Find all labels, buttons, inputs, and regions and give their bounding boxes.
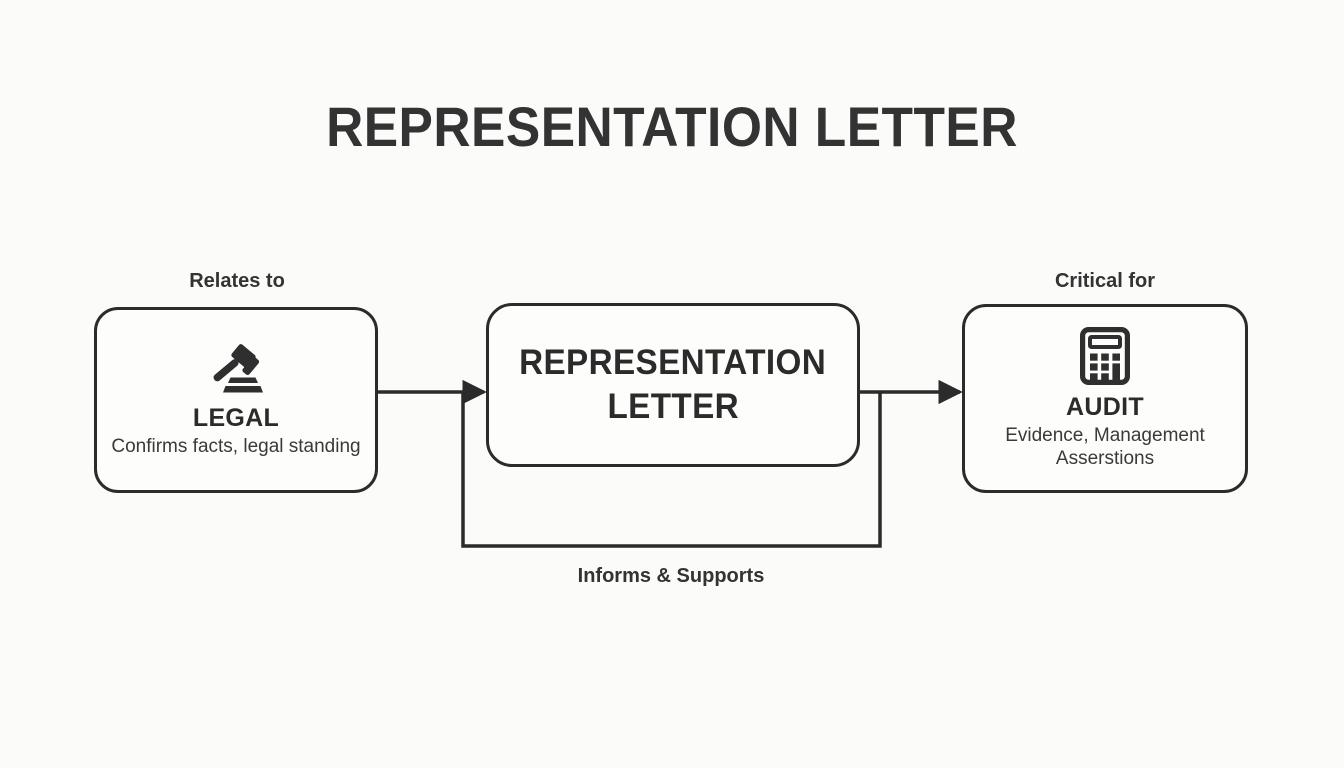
page-title: REPRESENTATION LETTER: [326, 95, 1018, 158]
edge-label-relates-to: Relates to: [189, 270, 285, 292]
node-audit-title: AUDIT: [1066, 393, 1144, 421]
node-representation-letter[interactable]: REPRESENTATION LETTER: [486, 303, 860, 467]
gavel-icon: [205, 342, 267, 396]
node-center-title-line2: LETTER: [607, 387, 739, 426]
node-audit[interactable]: AUDIT Evidence, Management Asserstions: [962, 304, 1248, 493]
node-legal-description: Confirms facts, legal standing: [111, 436, 361, 457]
calculator-icon: [1079, 326, 1130, 385]
edge-label-critical-for: Critical for: [1054, 270, 1156, 292]
edge-label-informs-supports: Informs & Supports: [577, 565, 765, 587]
node-legal-title: LEGAL: [192, 404, 280, 432]
node-legal[interactable]: LEGAL Confirms facts, legal standing: [94, 307, 378, 493]
node-center-title-line1: REPRESENTATION: [519, 343, 827, 382]
node-audit-description: Evidence, Management Asserstions: [1005, 425, 1205, 469]
